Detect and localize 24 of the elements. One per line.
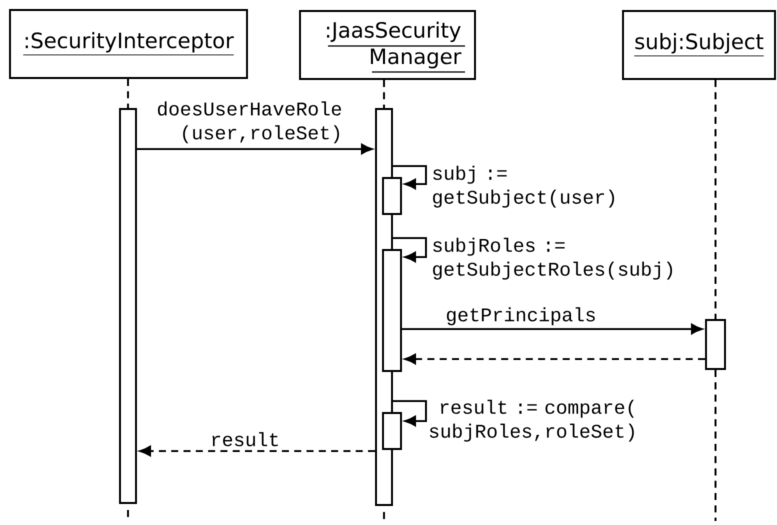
lifeline bbox=[127, 78, 129, 108]
message-label: doesUserHaveRole (user,roleSet) bbox=[158, 101, 341, 144]
lifeline bbox=[714, 80, 716, 320]
object-box: :SecurityInterceptor bbox=[9, 9, 248, 79]
message-arrow bbox=[392, 237, 427, 262]
activation-bar bbox=[382, 177, 402, 215]
message-label: result := compare( subjRoles,roleSet) bbox=[430, 400, 634, 442]
message-label: result bbox=[212, 432, 278, 446]
message-label: subjRoles := getSubjectRoles(subj) bbox=[433, 238, 672, 280]
message-arrow bbox=[136, 144, 373, 154]
lifeline bbox=[383, 80, 385, 108]
message-arrow bbox=[392, 400, 427, 426]
activation-bar bbox=[119, 108, 137, 504]
return-arrow bbox=[139, 446, 376, 456]
message-arrow bbox=[392, 165, 427, 190]
activation-bar bbox=[382, 412, 402, 450]
activation-bar bbox=[705, 319, 726, 370]
message-arrow bbox=[402, 324, 703, 334]
activation-bar bbox=[382, 249, 402, 372]
return-arrow bbox=[404, 354, 706, 364]
object-box: :JaasSecurity Manager bbox=[299, 10, 476, 80]
message-label: subj := getSubject(user) bbox=[433, 166, 614, 208]
object-box: subj:Subject bbox=[622, 10, 776, 80]
message-label: getPrincipals bbox=[446, 307, 595, 326]
